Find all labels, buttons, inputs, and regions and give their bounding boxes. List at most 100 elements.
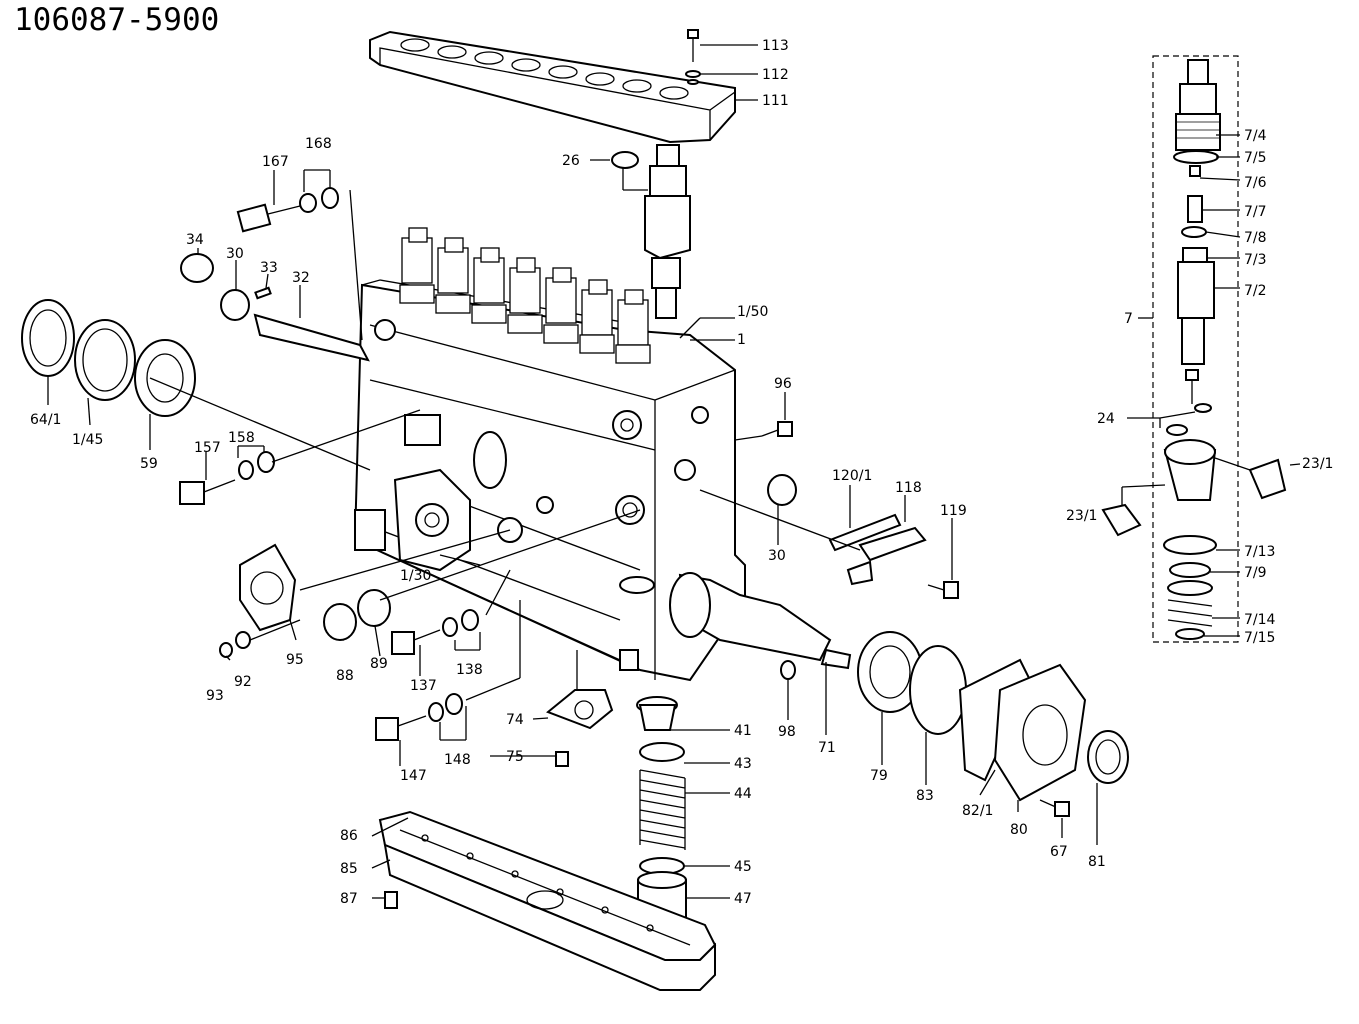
- pump-housing: [353, 227, 832, 682]
- callout-168: 168: [305, 136, 332, 152]
- callout-59: 59: [140, 456, 158, 472]
- callout-labels: 113 112 111 26 168 167 34 30 33 32 1/50 …: [30, 38, 1333, 907]
- callout-7-8: 7/8: [1244, 230, 1267, 246]
- element-barrels: [399, 227, 651, 364]
- clip-231-left: [1101, 503, 1142, 537]
- callout-111: 111: [762, 93, 789, 109]
- callout-88: 88: [336, 668, 354, 684]
- callout-7: 7: [1124, 311, 1133, 327]
- callout-7-15: 7/15: [1244, 630, 1275, 646]
- clip-118: [846, 560, 874, 586]
- plug-34: [180, 253, 214, 283]
- callout-24: 24: [1097, 411, 1115, 427]
- callout-83: 83: [916, 788, 934, 804]
- oil-seal-81: [1087, 730, 1129, 784]
- gasket-95: [239, 543, 297, 632]
- callout-44: 44: [734, 786, 752, 802]
- callout-45: 45: [734, 859, 752, 875]
- callout-112: 112: [762, 67, 789, 83]
- callout-95: 95: [286, 652, 304, 668]
- callout-23-1-left: 23/1: [1066, 508, 1097, 524]
- bracket-74: [546, 689, 614, 730]
- pin-33: [254, 286, 272, 300]
- plug-88: [323, 603, 357, 641]
- callout-96: 96: [774, 376, 792, 392]
- callout-93: 93: [206, 688, 224, 704]
- callout-80: 80: [1010, 822, 1028, 838]
- o-ring-83: [909, 645, 967, 735]
- callout-32: 32: [292, 270, 310, 286]
- callout-119: 119: [940, 503, 967, 519]
- callout-7-2: 7/2: [1244, 283, 1267, 299]
- callout-158: 158: [228, 430, 255, 446]
- bolt-167: [236, 187, 339, 233]
- callout-86: 86: [340, 828, 358, 844]
- callout-7-5: 7/5: [1244, 150, 1267, 166]
- callout-64-1: 64/1: [30, 412, 61, 428]
- bottom-plate: [378, 810, 717, 991]
- callout-7-14: 7/14: [1244, 612, 1276, 628]
- nut-93: [219, 642, 233, 658]
- washer-92: [235, 631, 251, 649]
- callout-1-45: 1/45: [72, 432, 103, 448]
- callout-81: 81: [1088, 854, 1106, 870]
- bearing-59: [134, 339, 196, 417]
- key-98: [780, 660, 796, 680]
- callout-85: 85: [340, 861, 358, 877]
- leader-lines: [47, 44, 1301, 899]
- bolt-157: [179, 451, 275, 505]
- bearing-race-145: [74, 319, 136, 401]
- callout-167: 167: [262, 154, 289, 170]
- callout-7-9: 7/9: [1244, 565, 1267, 581]
- o-ring-89: [357, 589, 391, 627]
- callout-79: 79: [870, 768, 888, 784]
- callout-137: 137: [410, 678, 437, 694]
- plate-1201: [828, 513, 902, 552]
- callout-148: 148: [444, 752, 471, 768]
- callout-7-13: 7/13: [1244, 544, 1275, 560]
- callout-33: 33: [260, 260, 278, 276]
- camshaft-end-71: [820, 648, 852, 670]
- callout-138: 138: [456, 662, 483, 678]
- callout-7-3: 7/3: [1244, 252, 1267, 268]
- screw-119: [927, 581, 959, 599]
- callout-41: 41: [734, 723, 752, 739]
- spring-44: [639, 769, 686, 850]
- callout-82-1: 82/1: [962, 803, 993, 819]
- callout-7-7: 7/7: [1244, 204, 1267, 220]
- callout-98: 98: [778, 724, 796, 740]
- part-number-title: 106087-5900: [14, 2, 220, 38]
- top-cover-plate: [369, 30, 736, 144]
- callout-7-6: 7/6: [1244, 175, 1267, 191]
- callout-87: 87: [340, 891, 358, 907]
- inset-element-assembly: [1163, 59, 1221, 640]
- callout-120-1: 120/1: [832, 468, 872, 484]
- callout-34: 34: [186, 232, 204, 248]
- plate-118: [858, 526, 927, 562]
- callout-92: 92: [234, 674, 252, 690]
- bolt-147: [375, 693, 463, 741]
- callout-1-30: 1/30: [400, 568, 431, 584]
- callout-147: 147: [400, 768, 427, 784]
- delivery-valve-holder: [611, 144, 691, 319]
- bolt-67: [1039, 799, 1070, 817]
- callout-74: 74: [506, 712, 524, 728]
- callout-71: 71: [818, 740, 836, 756]
- callout-118: 118: [895, 480, 922, 496]
- inset-box-7: [1152, 55, 1239, 643]
- callout-89: 89: [370, 656, 388, 672]
- cap-30: [220, 289, 250, 321]
- callout-47: 47: [734, 891, 752, 907]
- callout-67: 67: [1050, 844, 1068, 860]
- callout-23-1-right: 23/1: [1302, 456, 1333, 472]
- callout-43: 43: [734, 756, 752, 772]
- screw-96: [761, 421, 793, 437]
- screw-87: [384, 891, 398, 909]
- control-rack-32: [253, 313, 370, 362]
- callout-30-right: 30: [768, 548, 786, 564]
- callout-1-50: 1/50: [737, 304, 768, 320]
- callout-7-4: 7/4: [1244, 128, 1267, 144]
- flange-80: [993, 663, 1087, 802]
